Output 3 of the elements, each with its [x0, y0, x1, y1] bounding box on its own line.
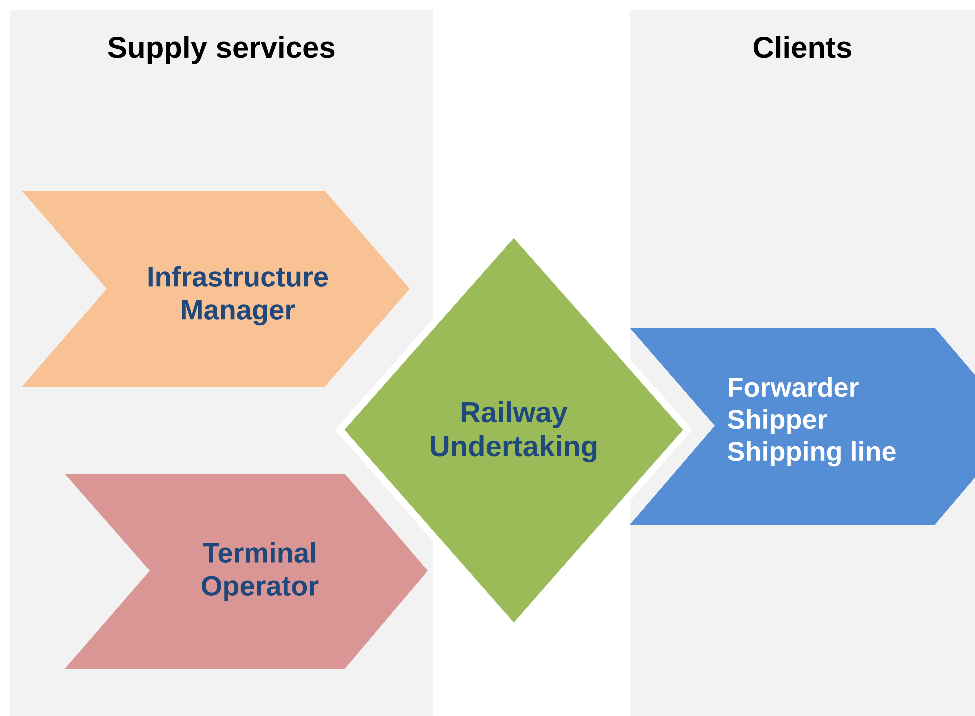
- chevron: Infrastructure Manager: [22, 191, 410, 387]
- chevron: Terminal Operator: [65, 474, 428, 669]
- chevron: Forwarder Shipper Shipping line: [630, 328, 975, 525]
